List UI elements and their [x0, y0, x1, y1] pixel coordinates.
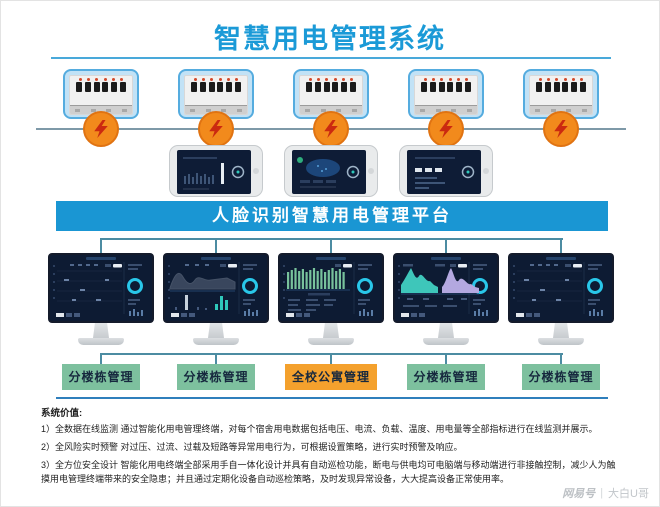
system-value-item-3: 3）全方位安全设计 智能化用电终端全部采用手自一体化设计并具有自动巡检功能，断电… [41, 459, 616, 484]
system-value-item-2: 2）全风险实时预警 对过压、过流、过载及短路等异常用电行为，可根据设置策略，进行… [41, 441, 463, 452]
breaker-body [414, 75, 478, 115]
monitor-base [308, 338, 354, 345]
monitor-stand [323, 323, 339, 338]
desktop-dashboard-1 [48, 253, 154, 345]
label-bus-line [101, 353, 563, 355]
connector-line [215, 353, 217, 364]
connector-line [445, 353, 447, 364]
connector-line [560, 238, 562, 254]
system-value-section: 系统价值: 1）全数据在线监测 通过智能化用电管理终端，对每个宿舍用电数据包括电… [41, 405, 623, 491]
mobile-dashboard-device [284, 145, 378, 197]
monitor-stand [438, 323, 454, 338]
desktop-dashboard-2 [163, 253, 269, 345]
connector-line [445, 238, 447, 254]
desktop-dashboard-3 [278, 253, 384, 345]
lightning-bolt-icon [543, 111, 579, 147]
title-divider [51, 57, 611, 59]
monitor-base [538, 338, 584, 345]
dashboard-screen [510, 255, 612, 321]
phone-screen [292, 150, 366, 194]
phone-home-button [368, 168, 374, 174]
desktop-dashboard-5 [508, 253, 614, 345]
platform-banner: 人脸识别智慧用电管理平台 [56, 201, 608, 231]
monitor-stand [93, 323, 109, 338]
system-value-item-1: 1）全数据在线监测 通过智能化用电管理终端，对每个宿舍用电数据包括电压、电流、负… [41, 424, 598, 434]
connector-line [330, 353, 332, 364]
connector-line [330, 238, 332, 254]
watermark-divider: | [600, 487, 604, 499]
label-campus-apartment-management: 全校公寓管理 [285, 364, 377, 390]
breaker-body [529, 75, 593, 115]
connector-line [100, 353, 102, 364]
watermark-source: 网易号 [562, 488, 596, 500]
breaker-body [299, 75, 363, 115]
system-value-heading: 系统价值: [41, 408, 83, 419]
breaker-body [184, 75, 248, 115]
dashboard-screen [280, 255, 382, 321]
phone-home-button [483, 168, 489, 174]
watermark: 网易号 | 大白U哥 [562, 485, 649, 501]
phone-screen [177, 150, 251, 194]
monitor-base [423, 338, 469, 345]
dashboard-screen [50, 255, 152, 321]
label-building-management-4: 分楼栋管理 [522, 364, 600, 390]
desktop-dashboard-4 [393, 253, 499, 345]
monitor-stand [553, 323, 569, 338]
watermark-author: 大白U哥 [608, 488, 649, 500]
lightning-bolt-icon [83, 111, 119, 147]
lightning-bolt-icon [428, 111, 464, 147]
mobile-dashboard-device [399, 145, 493, 197]
monitor-stand [208, 323, 224, 338]
connector-line [100, 238, 102, 254]
connector-line [215, 238, 217, 254]
phone-home-button [253, 168, 259, 174]
dashboard-screen [395, 255, 497, 321]
connector-line [560, 353, 562, 364]
mobile-dashboard-device [169, 145, 263, 197]
monitor-bus-line [101, 238, 563, 240]
dashboard-screen [165, 255, 267, 321]
lightning-bolt-icon [313, 111, 349, 147]
phone-screen [407, 150, 481, 194]
lightning-bolt-icon [198, 111, 234, 147]
circuit-breaker-device [293, 69, 369, 119]
label-building-management-1: 分楼栋管理 [62, 364, 140, 390]
label-building-management-3: 分楼栋管理 [407, 364, 485, 390]
label-building-management-2: 分楼栋管理 [177, 364, 255, 390]
monitor-base [78, 338, 124, 345]
monitor-base [193, 338, 239, 345]
page-title: 智慧用电管理系统 [214, 24, 446, 54]
breaker-body [69, 75, 133, 115]
section-divider [56, 397, 608, 399]
